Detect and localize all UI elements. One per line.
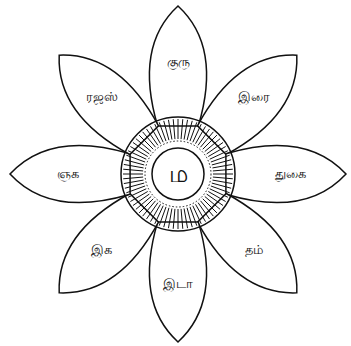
fringe-stroke <box>155 206 163 224</box>
petal-outline <box>226 145 346 202</box>
fringe-stroke <box>213 174 233 175</box>
center-syllable: ம <box>169 161 188 187</box>
fringe-stroke <box>196 204 206 221</box>
fringe-stroke <box>173 209 175 229</box>
fringe-stroke <box>181 119 183 139</box>
petal: ஞக <box>54 165 82 184</box>
fringe-stroke <box>173 119 175 139</box>
petal: ரஜஸ் <box>83 88 121 107</box>
fringe-stroke <box>213 177 233 179</box>
petal-syllable: துகை <box>275 167 306 181</box>
fringe-stroke <box>212 164 232 167</box>
fringe-stroke <box>128 189 146 197</box>
petal: துகை <box>272 165 309 184</box>
fringe-stroke <box>159 207 166 226</box>
fringe-stroke <box>210 151 228 159</box>
fringe-stroke <box>181 209 183 229</box>
petal-syllable: இரை <box>238 90 270 104</box>
petal-syllable: தம் <box>245 243 263 257</box>
fringe-stroke <box>168 208 171 228</box>
fringe-stroke <box>126 155 145 162</box>
fringe-stroke <box>184 208 187 228</box>
fringe-stroke <box>193 124 201 142</box>
fringe-stroke <box>123 174 143 175</box>
fringe-ring <box>123 119 233 229</box>
fringe-stroke <box>184 120 187 140</box>
petal: இடா <box>160 275 196 294</box>
center-circle: ம <box>166 159 191 190</box>
fringe-stroke <box>208 147 225 157</box>
petal-outline <box>149 6 206 126</box>
fringe-stroke <box>210 189 228 197</box>
petal-outline <box>59 55 158 154</box>
petal-outline <box>149 222 206 342</box>
fringe-stroke <box>128 151 146 159</box>
outer-ring <box>121 117 235 231</box>
fringe-stroke <box>213 169 233 171</box>
fringe-stroke <box>164 121 169 140</box>
petal-outline <box>198 55 297 154</box>
petal: இரை <box>235 88 273 107</box>
petal-outlines <box>10 6 346 342</box>
inner-circle <box>152 148 204 200</box>
petal-syllable: ரஜஸ் <box>86 90 118 104</box>
dotted-ring <box>145 141 211 207</box>
petal: தம் <box>242 241 266 260</box>
petal-outline <box>10 145 130 202</box>
fringe-stroke <box>187 208 192 227</box>
fringe-stroke <box>155 124 163 142</box>
fringe-stroke <box>211 186 230 193</box>
fringe-stroke <box>178 119 179 139</box>
petal-outline <box>198 194 297 293</box>
fringe-stroke <box>125 183 144 188</box>
fringe-stroke <box>123 169 143 171</box>
petal-syllable: இடா <box>163 277 193 291</box>
fringe-stroke <box>212 160 231 165</box>
petal: குரு <box>164 53 193 72</box>
fringe-stroke <box>212 180 232 183</box>
fringe-stroke <box>123 177 143 179</box>
petal: இக <box>88 241 115 260</box>
fringe-stroke <box>124 180 144 183</box>
fringe-stroke <box>168 120 171 140</box>
petal-syllable: இக <box>91 243 112 257</box>
fringe-stroke <box>178 209 179 229</box>
petal-syllable: ஞக <box>57 167 79 181</box>
fringe-stroke <box>190 122 197 141</box>
fringe-stroke <box>151 126 161 143</box>
petal-syllable: குரு <box>167 55 190 69</box>
petal-outline <box>59 194 158 293</box>
fringe-stroke <box>124 164 144 167</box>
fringe-stroke <box>193 206 201 224</box>
fringe-stroke <box>130 192 147 202</box>
